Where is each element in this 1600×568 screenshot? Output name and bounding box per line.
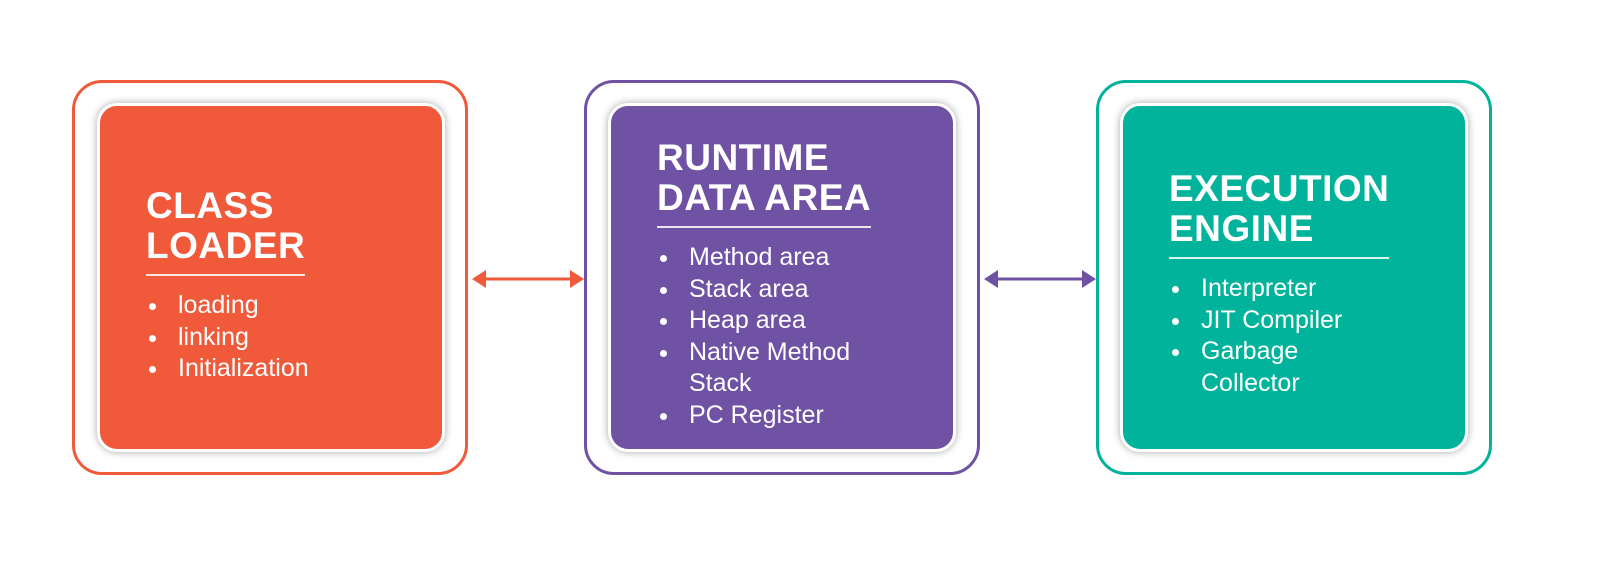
list-item: loading bbox=[146, 290, 422, 322]
list-item: PC Register bbox=[657, 400, 933, 432]
execution-engine-list: Interpreter JIT Compiler Garbage Collect… bbox=[1169, 273, 1445, 399]
runtime-data-area-card: RUNTIME DATA AREA Method area Stack area… bbox=[608, 103, 956, 452]
list-item: Native Method Stack bbox=[657, 337, 933, 400]
list-item: JIT Compiler bbox=[1169, 305, 1445, 337]
execution-engine-title: EXECUTION ENGINE bbox=[1169, 169, 1390, 259]
list-item: Method area bbox=[657, 242, 933, 274]
class-loader-card: CLASS LOADER loading linking Initializat… bbox=[97, 103, 445, 452]
class-loader-title: CLASS LOADER bbox=[146, 186, 306, 276]
runtime-data-area-title: RUNTIME DATA AREA bbox=[657, 138, 872, 228]
list-item: Heap area bbox=[657, 305, 933, 337]
runtime-execution-arrow bbox=[984, 270, 1096, 288]
execution-engine-card: EXECUTION ENGINE Interpreter JIT Compile… bbox=[1120, 103, 1468, 452]
class-loader-list: loading linking Initialization bbox=[146, 290, 422, 385]
runtime-data-area-list: Method area Stack area Heap area Native … bbox=[657, 242, 933, 431]
list-item: Stack area bbox=[657, 274, 933, 306]
list-item: Initialization bbox=[146, 353, 422, 385]
list-item: linking bbox=[146, 322, 422, 354]
class-loader-runtime-arrow bbox=[472, 270, 584, 288]
list-item: Interpreter bbox=[1169, 273, 1445, 305]
list-item: Garbage Collector bbox=[1169, 336, 1445, 399]
